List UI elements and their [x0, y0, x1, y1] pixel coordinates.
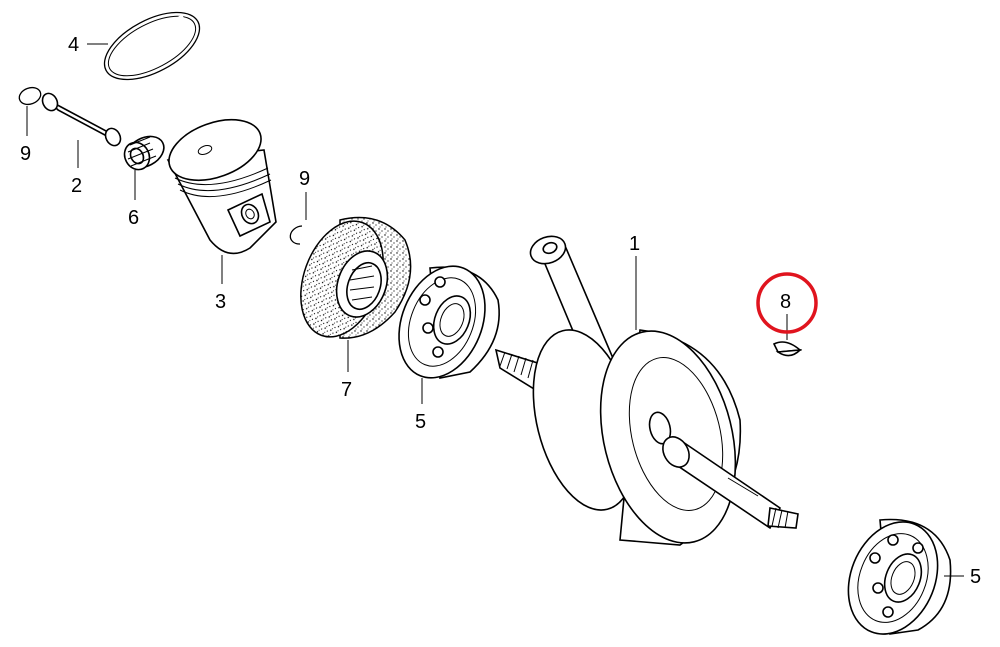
piston-icon[interactable] — [161, 108, 277, 255]
callout-6: 6 — [128, 207, 139, 229]
ball-bearing-icon[interactable] — [383, 253, 501, 391]
callout-5-right: 5 — [970, 566, 981, 588]
ball-bearing-icon[interactable] — [832, 508, 953, 647]
callout-5-left: 5 — [415, 411, 426, 433]
callout-3: 3 — [215, 291, 226, 313]
callout-8: 8 — [780, 291, 791, 313]
needle-bearing-icon[interactable] — [120, 130, 169, 174]
pin-clip-icon[interactable] — [17, 85, 43, 108]
callout-9-right: 9 — [299, 168, 310, 190]
piston-pin-icon[interactable] — [40, 91, 124, 148]
callout-9-left: 9 — [20, 143, 31, 165]
piston-ring-icon[interactable] — [94, 0, 210, 93]
pin-clip-icon[interactable] — [289, 225, 303, 245]
highlight-circle[interactable] — [756, 272, 818, 334]
oil-seal-icon[interactable] — [286, 210, 412, 349]
callout-1: 1 — [629, 233, 640, 255]
woodruff-key-icon[interactable] — [772, 341, 803, 357]
callout-4: 4 — [68, 34, 79, 56]
crankshaft-icon[interactable] — [494, 232, 799, 558]
callout-2: 2 — [71, 175, 82, 197]
callout-7: 7 — [341, 379, 352, 401]
